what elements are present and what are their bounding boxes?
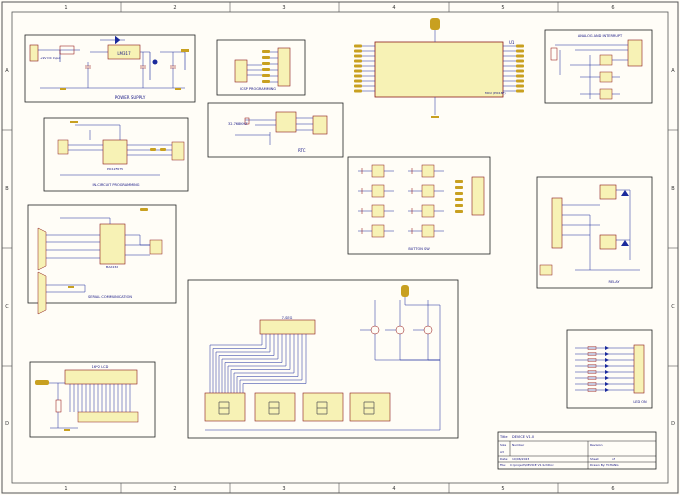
analog-interrupt-block: ANALOG AND INTERRUPT [544,29,653,104]
rtc-chip [275,111,297,133]
led-block: LED ON [566,329,653,409]
in-circuit-chip [102,139,128,165]
drawn-label: Drawn By: [590,463,605,467]
dc-input-label: +9V DC Input [40,56,61,60]
file-value: C:\project\DEVICE V1.SchDoc [510,463,554,467]
sheet-label: Sheet [590,457,599,461]
col-label-1-bottom: 1 [64,486,67,492]
in-circuit-programming-block: PIC12F675 IN-CIRCUIT PROGRAMMING [43,117,189,192]
col-label-2: 2 [173,5,176,11]
row-label-c-right: C [671,304,675,310]
lcd-title: 16*2 LCD [92,365,109,369]
sheet-of: of [612,457,616,461]
row-label-b-right: B [671,186,675,192]
number-label: Number [512,443,525,447]
lcd-module [64,369,138,385]
mcu-ref: U1 [509,40,515,45]
mcu-title: MCU (PIC18F) [485,91,506,95]
col-label-5-bottom: 5 [501,486,504,492]
power-supply-block: LM317 +9V DC Input POWER SUPPLY [24,34,196,103]
serial-ic-label: MAX232 [106,265,119,269]
row-label-d: D [5,421,9,427]
dc-jack-connector [29,44,39,62]
seven-segment-block: 7-SEG [187,279,459,439]
mcu-block: U1 MCU (PIC18F) [354,18,524,118]
col-label-6-bottom: 6 [611,486,614,492]
relay-title: RELAY [609,280,621,284]
row-label-b: B [5,186,9,192]
title-block: Title DEVICE V1.0 Size A3 Number Revisio… [497,431,657,470]
title-value: DEVICE V1.0 [512,435,534,439]
max232-chip [99,223,126,265]
analog-title: ANALOG AND INTERRUPT [578,34,623,38]
mcu-chip [374,41,504,98]
file-label: File: [500,463,506,467]
size-value: A3 [500,450,504,454]
size-label: Size [500,443,506,447]
button-sw-title: BUTTON SW [408,247,430,251]
col-label-3: 3 [282,5,285,11]
sheet-inner-border [11,11,669,484]
seg-title: 7-SEG [282,316,293,320]
lcd-block: 16*2 LCD [29,361,156,438]
button-sw-block: BUTTON SW [347,156,491,255]
rtc-title: RTC [298,148,306,153]
col-label-4: 4 [392,5,395,11]
title-label: Title [499,435,508,439]
row-label-d-right: D [671,421,675,427]
in-circuit-ic-label: PIC12F675 [107,167,123,171]
col-label-3-bottom: 3 [282,486,285,492]
rtc-block: 32.768KHZ RTC [207,102,344,158]
col-label-5: 5 [501,5,504,11]
icsp-title: ICSP PROGRAMMING [240,87,276,91]
col-label-1: 1 [64,5,67,11]
led-title: LED ON [633,400,647,404]
col-label-6: 6 [611,5,614,11]
date-label: Date: [500,457,508,461]
voltage-regulator [107,44,141,60]
serial-title: SERIAL COMMUNICATION [88,295,132,299]
revision-label: Revision [590,443,603,447]
in-circuit-title: IN-CIRCUIT PROGRAMMING [92,183,139,187]
row-label-a-right: A [671,68,675,74]
col-label-4-bottom: 4 [392,486,395,492]
col-label-2-bottom: 2 [173,486,176,492]
relay-block: RELAY [536,176,653,289]
rtc-crystal-label: 32.768KHZ [228,122,248,126]
regulator-label: LM317 [117,51,131,56]
row-label-c: C [5,304,9,310]
serial-communication-block: MAX232 SERIAL COMMUNICATION [27,204,177,315]
drawn-value: TCHANG [605,463,619,467]
icsp-block: ICSP PROGRAMMING [216,39,306,96]
date-value: 10/06/2023 [512,457,529,461]
row-label-a: A [5,68,9,74]
power-supply-title: POWER SUPPLY [115,95,146,100]
